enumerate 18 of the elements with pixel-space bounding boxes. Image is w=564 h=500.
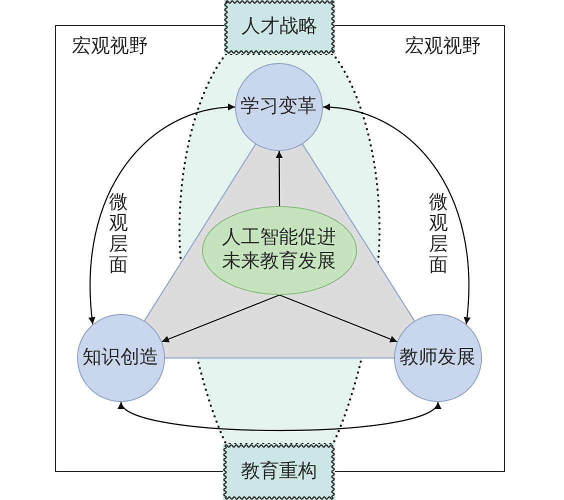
concept-box [223,444,335,500]
node-label: 教育重构 [241,460,317,484]
edge-label: 微观层面 [109,193,128,277]
curved-arrow [120,402,438,432]
region-label: 宏观视野 [72,36,148,59]
node-label: 知识创造 [82,346,158,370]
curved-arrow [322,104,470,324]
arrow [279,294,398,342]
arrow [162,294,280,342]
node-label: 学习变革 [240,94,316,118]
node-label: 教师发展 [400,346,476,370]
edge-label: 微观层面 [429,193,448,277]
arrow [276,151,283,206]
curved-arrow [88,104,236,324]
node-label: 人才战略 [242,15,318,39]
node-label: 人工智能促进未来教育发展 [221,226,337,274]
concept-box [224,0,335,54]
region-label: 宏观视野 [405,36,481,59]
